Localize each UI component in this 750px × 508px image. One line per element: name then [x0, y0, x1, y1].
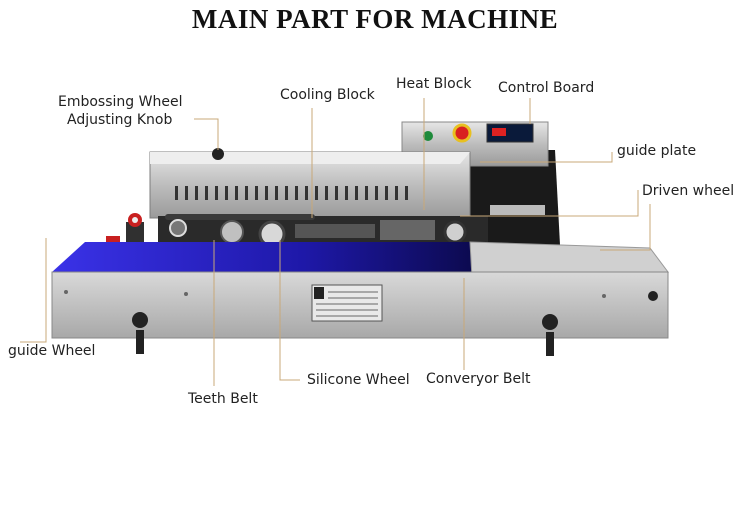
- label-heat-block: Heat Block: [396, 76, 472, 92]
- embossing-knob: [212, 148, 224, 160]
- silicone-wheel-left: [220, 220, 244, 244]
- drive-wheel: [169, 219, 187, 237]
- leader-driven-2: [600, 204, 651, 251]
- driven-wheel: [443, 220, 467, 244]
- diagram-title: MAIN PART FOR MACHINE: [191, 4, 559, 34]
- label-teeth-belt: Teeth Belt: [188, 391, 258, 407]
- label-guide-plate: guide plate: [617, 143, 697, 159]
- label-silicone-wheel: Silicone Wheel: [307, 372, 410, 388]
- label-control-board: Control Board: [498, 80, 595, 96]
- label-driven-wheel: Driven wheel: [642, 183, 735, 199]
- leader-lines: [20, 98, 651, 386]
- leader-guide-wheel: [20, 238, 47, 343]
- vent-slots: [175, 186, 408, 200]
- label-cooling-block: Cooling Block: [280, 87, 375, 103]
- leader-silicone: [279, 240, 300, 381]
- label-embossing-wheel: Embossing Wheel: [58, 94, 183, 110]
- heating-housing: [149, 148, 471, 219]
- cooling-block: [295, 224, 375, 238]
- label-guide-wheel: guide Wheel: [8, 343, 96, 359]
- base-hardware: [64, 290, 658, 356]
- guide-wheel-assembly: [106, 213, 144, 248]
- label-conveyor-belt: Converyor Belt: [426, 371, 531, 387]
- conveyor-belt: [52, 242, 472, 278]
- guide-plate: [490, 205, 545, 215]
- heat-block: [380, 220, 435, 240]
- leader-embossing: [194, 118, 219, 150]
- rear-frame: [470, 150, 560, 245]
- leader-guide-plate: [480, 152, 613, 163]
- teeth-belt: [165, 214, 315, 220]
- mechanism: [158, 205, 545, 248]
- leader-driven: [460, 190, 639, 217]
- emergency-stop: [452, 123, 472, 143]
- label-adjusting-knob: Adjusting Knob: [67, 112, 173, 128]
- power-switch: [423, 131, 433, 141]
- name-plate: [311, 284, 383, 322]
